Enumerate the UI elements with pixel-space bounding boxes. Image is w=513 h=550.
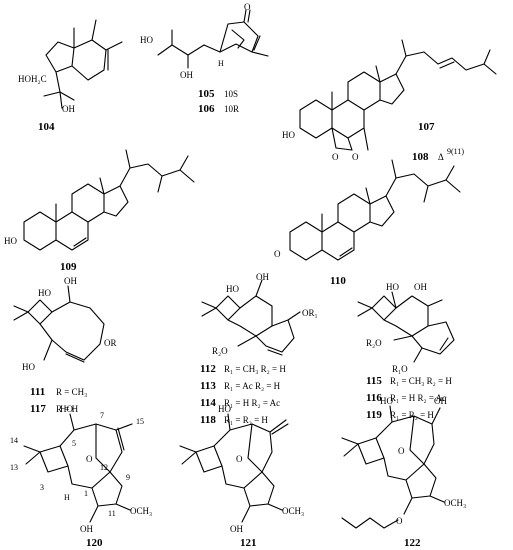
- substituent-117: R = H: [56, 404, 79, 414]
- locant-120-1: 1: [84, 489, 88, 498]
- label-121-ho: HO: [218, 404, 231, 414]
- structure-109: [23, 149, 195, 251]
- config-105: 10S: [224, 89, 238, 99]
- compound-number-109: 109: [60, 261, 77, 273]
- compound-substituents-114: R₁ = H R₂ = Ac: [224, 398, 280, 408]
- compound-substituents-113: R₁ = Ac R₂ = H: [224, 381, 281, 391]
- structure-104: [43, 19, 123, 109]
- compound-number-116: 116: [366, 392, 382, 404]
- structure-111-117: [13, 285, 105, 363]
- label-121-oh: OH: [230, 524, 243, 534]
- label-115-ho: HO: [386, 282, 399, 292]
- compound-number-107: 107: [418, 121, 435, 133]
- label-105-oh: OH: [180, 70, 193, 80]
- label-111-oh: OH: [64, 276, 77, 286]
- label-111-ho-top: HO: [38, 288, 51, 298]
- label-112-or1: OR₁: [302, 308, 318, 318]
- compound-number-115: 115: [366, 375, 382, 387]
- label-112-ho: HO: [226, 284, 239, 294]
- structure-121: [179, 413, 289, 523]
- compound-number-104: 104: [38, 121, 55, 133]
- compound-number-119: 119: [366, 409, 382, 421]
- label-122-oh: OH: [434, 396, 447, 406]
- label-120-o: O: [86, 454, 93, 464]
- label-122-och3: OCH₃: [444, 498, 466, 508]
- label-120-och3: OCH₃: [130, 506, 152, 516]
- locant-120-9: 9: [126, 473, 130, 482]
- label-107-ho: HO: [282, 130, 295, 140]
- locant-120-5: 5: [72, 439, 76, 448]
- locant-120-7: 7: [100, 411, 104, 420]
- label-111-ho-bottom: HO: [22, 362, 35, 372]
- locant-120-11: 11: [108, 509, 116, 518]
- label-115-r2o: R₂O: [366, 338, 382, 348]
- compound-substituents-119: R₁ = R₂ = H: [390, 410, 434, 420]
- structure-115-116-119: [357, 291, 455, 363]
- label-122-o: O: [398, 446, 405, 456]
- label-109-ho: HO: [4, 236, 17, 246]
- delta-superscript-108: 9(11): [447, 147, 464, 156]
- compound-substituents-115: R₁ = CH₃ R₂ = H: [390, 376, 452, 386]
- substituent-111: R = CH₃: [56, 387, 87, 397]
- structure-112-113-114-118: [201, 279, 301, 356]
- compound-number-121: 121: [240, 537, 257, 549]
- label-104-hoh2c: HOH₂C: [18, 74, 47, 84]
- locant-120-14: 14: [10, 436, 18, 445]
- compound-number-114: 114: [200, 397, 216, 409]
- label-105-h: H: [218, 59, 224, 68]
- compound-number-108: 108: [412, 151, 429, 163]
- config-106: 10R: [224, 104, 239, 114]
- structure-122: [341, 405, 445, 529]
- compound-substituents-118: R₁ = R₂ = H: [224, 415, 268, 425]
- label-112-oh: OH: [256, 272, 269, 282]
- locant-120-13: 13: [10, 463, 18, 472]
- label-112-r2o: R₂O: [212, 346, 228, 356]
- label-120-oh: OH: [80, 524, 93, 534]
- compound-number-120: 120: [86, 537, 103, 549]
- label-105-o: O: [244, 2, 251, 12]
- locant-120-3: 3: [40, 483, 44, 492]
- structure-110: [289, 159, 461, 261]
- compound-number-105: 105: [198, 88, 215, 100]
- label-122-ho: HO: [380, 396, 393, 406]
- compound-number-118: 118: [200, 414, 216, 426]
- locant-120-12: 12: [100, 463, 108, 472]
- compound-substituents-112: R₁ = CH₃ R₂ = H: [224, 364, 286, 374]
- label-110-o: O: [274, 249, 281, 259]
- label-104-oh: OH: [62, 104, 75, 114]
- compound-number-110: 110: [330, 275, 346, 287]
- label-122-o-ether: O: [396, 516, 403, 526]
- delta-symbol-108: Δ: [438, 152, 444, 162]
- compound-number-111: 111: [30, 386, 45, 398]
- label-115-r1o: R₁O: [392, 364, 408, 374]
- substituent-table-115-119: 115 R₁ = CH₃ R₂ = H 116 R₁ = H R₂ = Ac 119 R₁…: [366, 375, 452, 421]
- label-115-oh: OH: [414, 282, 427, 292]
- compound-number-106: 106: [198, 103, 215, 115]
- compound-number-122: 122: [404, 537, 421, 549]
- label-107-o2: O: [352, 152, 359, 162]
- label-121-o: O: [236, 454, 243, 464]
- locant-120-15: 15: [136, 417, 144, 426]
- label-105-ho: HO: [140, 35, 153, 45]
- structure-120: [23, 413, 133, 523]
- compound-number-113: 113: [200, 380, 216, 392]
- label-120-ho: HO: [60, 404, 73, 414]
- label-111-or: OR: [104, 338, 117, 348]
- label-121-och3: OCH₃: [282, 506, 304, 516]
- label-120-h: H: [64, 493, 70, 502]
- compound-substituents-116: R₁ = H R₂ = Ac: [390, 393, 446, 403]
- compound-number-117: 117: [30, 403, 46, 415]
- structure-107-108: [299, 39, 497, 151]
- structure-105-106: [157, 9, 269, 69]
- label-107-o1: O: [332, 152, 339, 162]
- compound-number-112: 112: [200, 363, 216, 375]
